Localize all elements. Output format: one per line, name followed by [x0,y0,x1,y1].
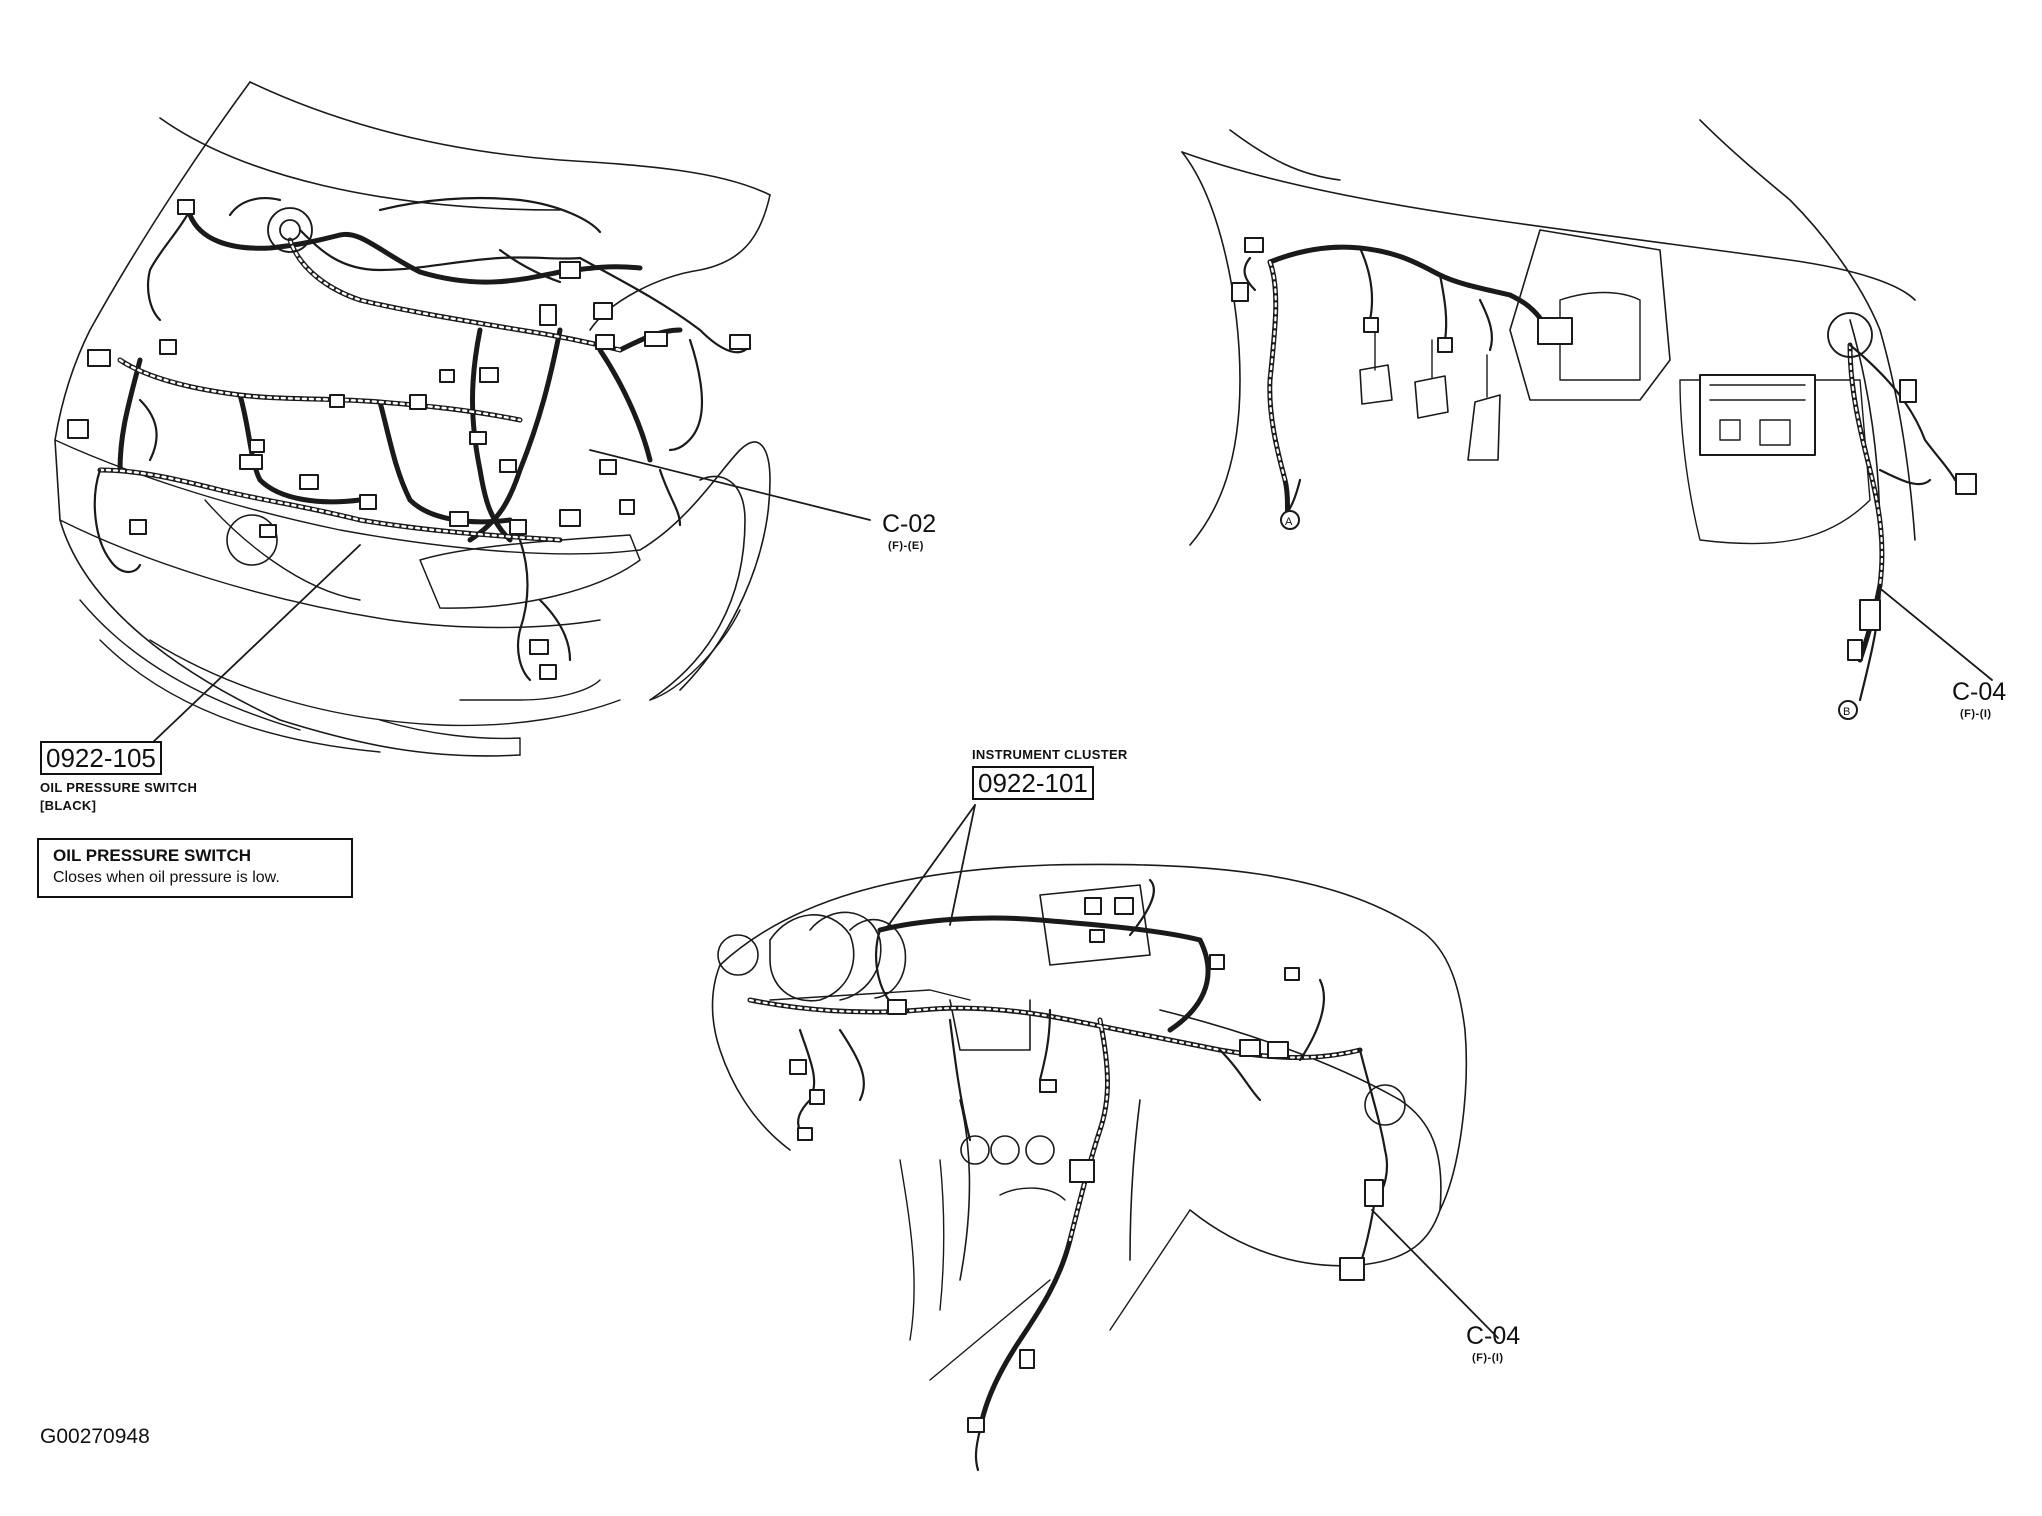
instrument-cluster-code: 0922-101 [972,766,1094,800]
c04-grid-ref-upper: (F)-(I) [1960,708,1992,720]
instrument-panel-view [711,804,1499,1472]
oil-pressure-switch-color: [BLACK] [40,798,97,813]
marker-a: A [1285,516,1293,528]
c02-connector-label: C-02 [882,510,937,538]
marker-b: B [1843,706,1850,718]
c04-connector-label-lower: C-04 [1466,1322,1521,1350]
interior-kick-panel-view: A B [1181,119,1993,720]
note-title: OIL PRESSURE SWITCH [53,846,252,865]
figure-code: G00270948 [40,1425,150,1448]
oil-pressure-switch-code: 0922-105 [40,741,162,775]
instrument-cluster-name: INSTRUMENT CLUSTER [972,747,1128,762]
engine-compartment-view [54,81,871,757]
oil-pressure-switch-note: OIL PRESSURE SWITCH Closes when oil pres… [37,838,353,898]
c04-connector-label-upper: C-04 [1952,678,2007,706]
oil-pressure-switch-name: OIL PRESSURE SWITCH [40,780,198,795]
c04-grid-ref-lower: (F)-(I) [1472,1352,1504,1364]
c02-grid-ref: (F)-(E) [888,540,924,552]
note-text: Closes when oil pressure is low. [53,869,280,886]
